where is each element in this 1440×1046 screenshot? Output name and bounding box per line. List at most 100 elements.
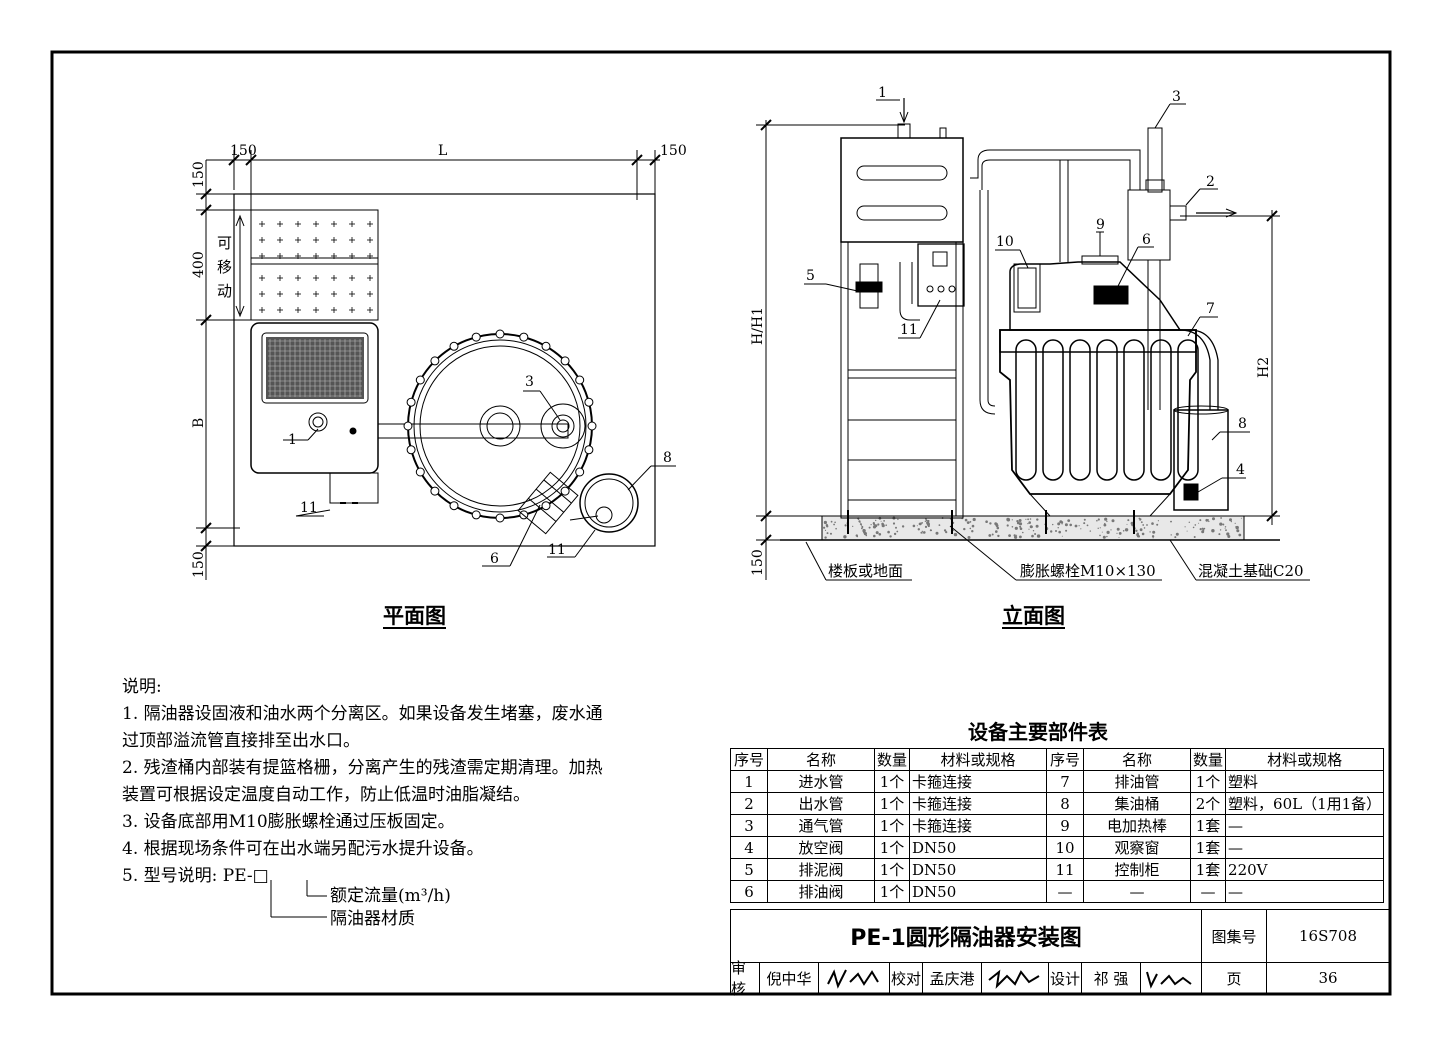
table-cell: 1套 [1190,836,1227,859]
plan-callout-3: 3 [525,374,534,390]
table-cell: 7 [1046,770,1085,793]
col-header: 材料或规格 [1225,748,1385,771]
signature-1 [827,969,879,989]
elev-dim-H: H/H1 [750,307,766,345]
table-cell: — [1225,836,1385,859]
reviewer-name: 倪中华 [759,962,819,994]
movable-char-1: 可 [217,234,232,252]
table-cell: 220V [1225,858,1385,881]
design-label: 设计 [1048,962,1082,994]
table-cell: 2 [730,792,768,815]
table-cell: 1个 [1190,770,1227,793]
notes-line-5: 3. 设备底部用M10膨胀螺栓通过压板固定。 [122,812,455,832]
table-cell: — [1225,814,1385,837]
elev-control-box [917,243,965,307]
parts-table-title: 设备主要部件表 [968,720,1108,744]
col-header: 序号 [730,748,768,771]
elev-dim-150: 150 [750,549,766,576]
table-cell: 3 [730,814,768,837]
elev-residue-cabinet [840,137,964,243]
plan-oil-drum [579,473,639,533]
notes-line-6: 4. 根据现场条件可在出水端另配污水提升设备。 [122,839,484,859]
page-label: 页 [1201,962,1267,994]
title-block: PE-1圆形隔油器安装图 图集号 16S708 审核 倪中华 校对 孟庆港 设计… [730,909,1390,998]
notes-line-1: 1. 隔油器设固液和油水两个分离区。如果设备发生堵塞，废水通 [122,704,603,724]
col-header: 名称 [767,748,875,771]
table-cell: 1个 [873,836,911,859]
elev-callout-4: 4 [1236,462,1245,478]
notes-heading: 说明: [122,677,162,697]
table-cell: DN50 [909,836,1048,859]
elev-callout-8: 8 [1238,416,1247,432]
model-flow-label: 额定流量(m³/h) [330,886,451,906]
table-cell: 4 [730,836,768,859]
table-cell: 2个 [1190,792,1227,815]
plan-dim-bottom: 150 [191,551,207,578]
table-cell: 6 [730,880,768,903]
notes-line-7: 5. 型号说明: PE-□ [122,866,269,886]
table-cell: — [1046,880,1085,903]
elev-callout-10: 10 [996,234,1014,250]
elev-callout-7: 7 [1206,301,1215,317]
table-cell: 出水管 [767,792,875,815]
table-cell: 1个 [873,814,911,837]
elev-tank-body [999,329,1197,495]
col-header: 数量 [1190,748,1227,771]
table-cell: 电加热棒 [1083,814,1192,837]
table-cell: 1个 [873,770,911,793]
elevation-caption: 立面图 [1002,604,1065,628]
elev-oil-drum [1173,409,1229,511]
sheet-frame [50,50,1392,996]
label-floor: 楼板或地面 [828,562,903,580]
plan-callout-1: 1 [288,432,297,448]
drawing-title: PE-1圆形隔油器安装图 [730,909,1202,963]
table-cell: — [1225,880,1385,903]
notes-line-2: 过顶部溢流管直接排至出水口。 [122,731,360,751]
table-cell: 控制柜 [1083,858,1192,881]
plan-basket-area [250,209,379,321]
plan-dim-L: L [438,143,447,159]
movable-char-2: 移 [217,258,232,276]
model-material-label: 隔油器材质 [330,909,415,929]
table-cell: 9 [1046,814,1085,837]
plan-callout-6: 6 [490,551,499,567]
table-cell: 1套 [1190,814,1227,837]
checker-name: 孟庆港 [922,962,982,994]
reviewer-signature [818,962,890,994]
table-cell: 排油阀 [767,880,875,903]
table-cell: 卡箍连接 [909,770,1048,793]
table-cell: 1个 [873,858,911,881]
col-header: 数量 [873,748,911,771]
table-cell: — [1190,880,1227,903]
table-cell: — [1083,880,1192,903]
plan-dim-B: B [191,418,207,428]
table-cell: 塑料 [1225,770,1385,793]
table-cell: 塑料，60L（1用1备） [1225,792,1385,815]
elev-callout-3: 3 [1172,89,1181,105]
plan-dim-labels: 150 L 150 150 400 B 150 可 移 动 1 3 6 8 11… [191,143,687,578]
elev-callout-5: 5 [806,268,815,284]
table-cell: 10 [1046,836,1085,859]
elev-callout-1: 1 [878,85,887,101]
plan-base-outline [233,193,656,547]
table-cell: 卡箍连接 [909,814,1048,837]
plan-residue-tank [250,322,379,474]
elev-callout-11: 11 [900,322,918,338]
notes-line-4: 装置可根据设定温度自动工作，防止低温时油脂凝结。 [122,785,530,805]
atlas-number: 16S708 [1266,909,1390,963]
designer-signature [1140,962,1202,994]
plan-caption: 平面图 [383,604,446,628]
model-bracket [270,880,327,918]
table-cell: 1个 [873,880,911,903]
table-cell: 进水管 [767,770,875,793]
table-cell: DN50 [909,858,1048,881]
table-cell: 8 [1046,792,1085,815]
col-header: 材料或规格 [909,748,1048,771]
col-header: 名称 [1083,748,1192,771]
